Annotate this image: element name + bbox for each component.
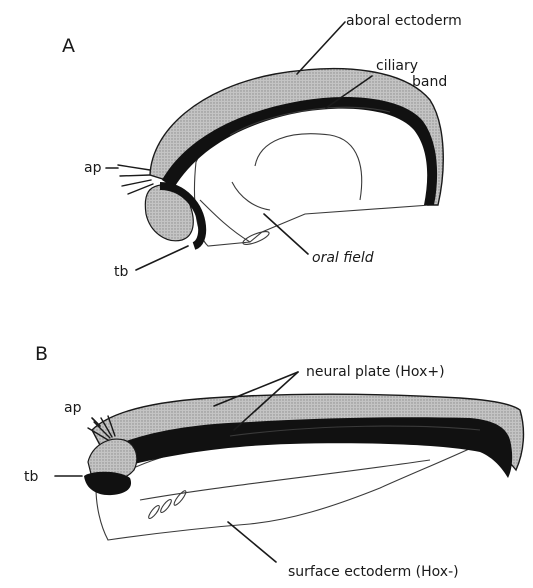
label-aboral-ectoderm-a: aboral ectoderm xyxy=(346,13,462,29)
label-oral-field-a: oral field xyxy=(312,250,374,266)
label-ap-b: ap xyxy=(64,400,82,416)
panel-a-letter: A xyxy=(62,35,75,57)
leader-surface-ectoderm-b xyxy=(228,522,276,562)
label-tb-b: tb xyxy=(24,469,38,485)
label-tb-a: tb xyxy=(114,264,128,280)
label-surface-ectoderm-b: surface ectoderm (Hox-) xyxy=(288,564,459,580)
panel-a: A aboral ectoderm ciliary xyxy=(62,13,462,280)
mouth-a xyxy=(242,229,271,247)
leader-oral-field-a xyxy=(264,214,308,254)
telotroch-band-b xyxy=(84,472,131,495)
panel-b: B neural plat xyxy=(24,343,523,580)
leader-tb-a xyxy=(136,246,188,270)
label-ap-a: ap xyxy=(84,160,102,176)
label-band-a: band xyxy=(412,74,447,90)
leader-aboral-ectoderm-a xyxy=(297,22,345,74)
panel-b-letter: B xyxy=(35,343,48,365)
apical-tuft-a xyxy=(118,165,153,194)
label-ciliary-a: ciliary xyxy=(376,58,418,74)
label-neural-plate-b: neural plate (Hox+) xyxy=(306,364,445,380)
